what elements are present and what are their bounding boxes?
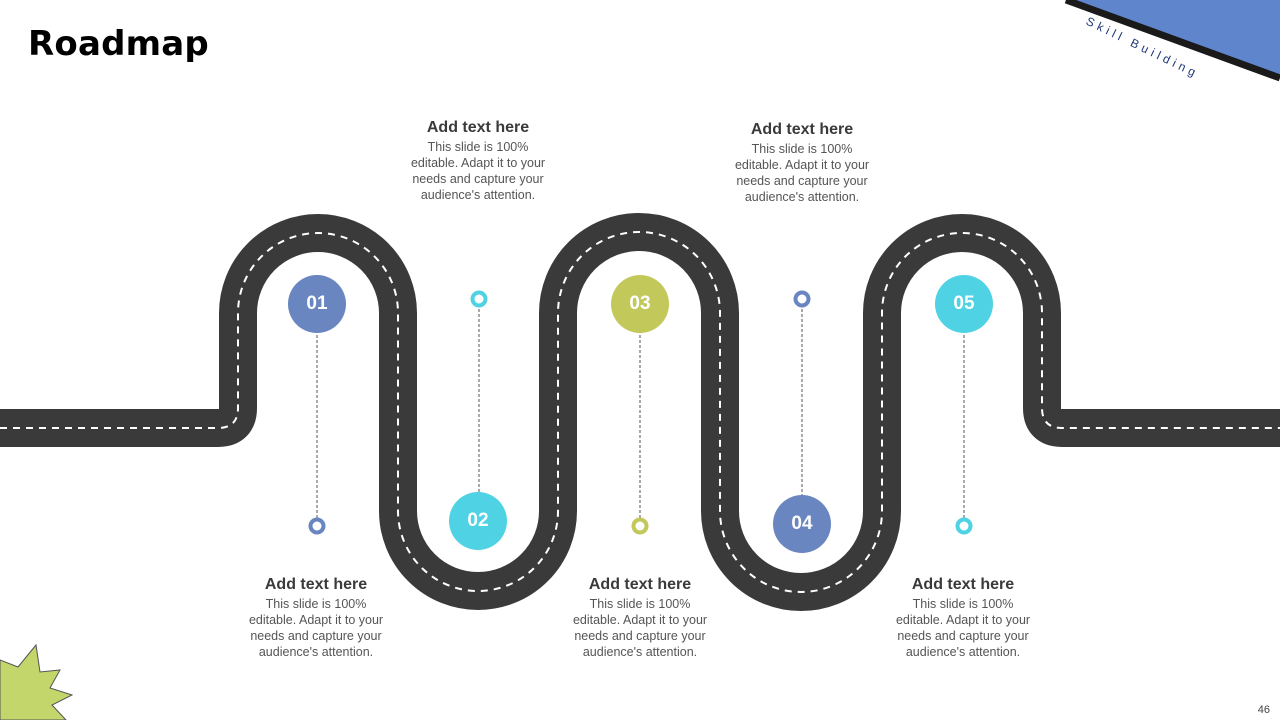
marker-ring-02	[470, 290, 488, 308]
step-body: This slide is 100% editable. Adapt it to…	[388, 139, 568, 203]
step-node-02: 02	[449, 492, 507, 550]
step-node-04: 04	[773, 495, 831, 553]
step-number: 04	[791, 513, 813, 534]
step-body-line: This slide is 100%	[265, 597, 367, 611]
step-body-line: needs and capture your	[250, 629, 382, 643]
step-body-line: audience's attention.	[258, 645, 374, 659]
step-body-line: needs and capture your	[736, 174, 868, 188]
step-node-05: 05	[935, 275, 993, 333]
slide-title: Roadmap	[28, 24, 209, 64]
road-lane-marking	[0, 231, 1280, 593]
page-number: 46	[1257, 704, 1270, 716]
step-body-line: audience's attention.	[905, 645, 1021, 659]
step-number: 03	[629, 293, 651, 314]
step-text-01: Add text here This slide is 100% editabl…	[226, 575, 406, 660]
step-number: 05	[953, 293, 975, 314]
step-node-01: 01	[288, 275, 346, 333]
step-body-line: editable. Adapt it to your	[248, 613, 384, 627]
step-text-05: Add text here This slide is 100% editabl…	[873, 575, 1053, 660]
step-heading: Add text here	[911, 576, 1015, 593]
step-body-line: needs and capture your	[574, 629, 706, 643]
step-body-line: This slide is 100%	[751, 142, 853, 156]
marker-ring-03	[631, 517, 649, 535]
step-heading: Add text here	[750, 121, 854, 138]
step-body-line: editable. Adapt it to your	[410, 156, 546, 170]
step-body-line: audience's attention.	[744, 190, 860, 204]
step-body-line: This slide is 100%	[912, 597, 1014, 611]
marker-ring-04	[793, 290, 811, 308]
step-body: This slide is 100% editable. Adapt it to…	[712, 141, 892, 205]
step-text-03: Add text here This slide is 100% editabl…	[550, 575, 730, 660]
step-body-line: editable. Adapt it to your	[895, 613, 1031, 627]
step-body: This slide is 100% editable. Adapt it to…	[226, 596, 406, 660]
step-number: 02	[467, 510, 489, 531]
step-body-line: audience's attention.	[582, 645, 698, 659]
corner-ribbon-edge	[1064, 0, 1280, 82]
step-body-line: editable. Adapt it to your	[734, 158, 870, 172]
step-body: This slide is 100% editable. Adapt it to…	[873, 596, 1053, 660]
step-body-line: This slide is 100%	[427, 140, 529, 154]
step-body: This slide is 100% editable. Adapt it to…	[550, 596, 730, 660]
step-heading: Add text here	[426, 119, 530, 136]
step-heading: Add text here	[264, 576, 368, 593]
step-body-line: needs and capture your	[897, 629, 1029, 643]
starburst-decoration	[0, 643, 74, 720]
step-text-04: Add text here This slide is 100% editabl…	[712, 120, 892, 205]
step-node-03: 03	[611, 275, 669, 333]
step-number: 01	[306, 293, 328, 314]
marker-ring-01	[308, 517, 326, 535]
step-body-line: audience's attention.	[420, 188, 536, 202]
step-heading: Add text here	[588, 576, 692, 593]
step-text-02: Add text here This slide is 100% editabl…	[388, 118, 568, 203]
step-body-line: needs and capture your	[412, 172, 544, 186]
marker-ring-05	[955, 517, 973, 535]
step-body-line: This slide is 100%	[589, 597, 691, 611]
step-body-line: editable. Adapt it to your	[572, 613, 708, 627]
